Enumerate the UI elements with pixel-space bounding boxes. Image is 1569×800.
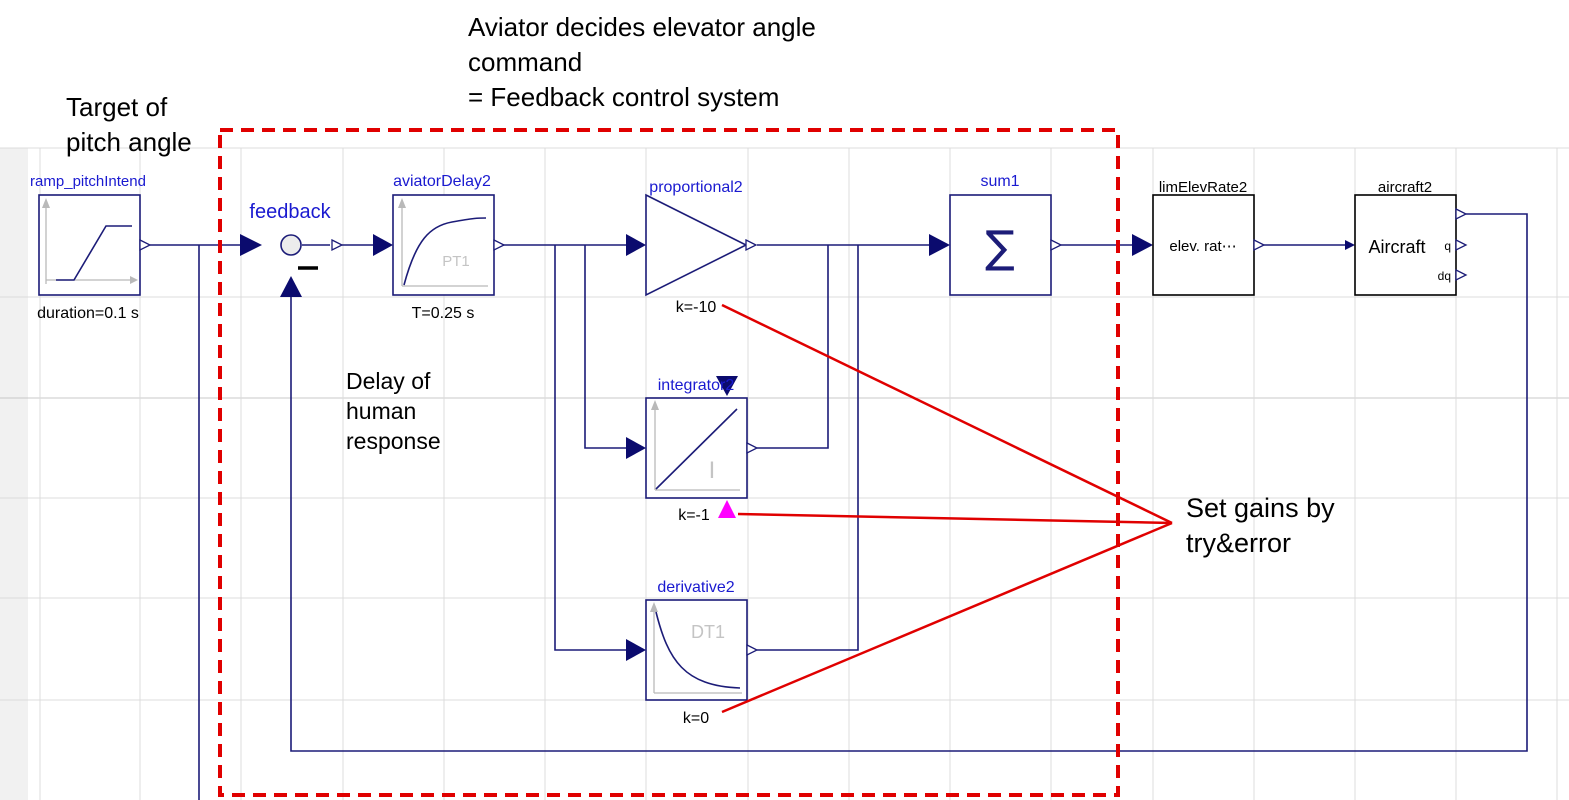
aircraft-label: Aircraft xyxy=(1368,237,1425,257)
wire-to-derivative xyxy=(554,245,627,651)
ramp-block-param: duration=0.1 s xyxy=(37,305,139,322)
sum-block-name: sum1 xyxy=(980,173,1019,190)
sum-icon: ∑ xyxy=(985,222,1015,273)
lim-elev-rate-block[interactable] xyxy=(1152,194,1266,296)
aviator-delay-block-param: T=0.25 s xyxy=(412,305,475,322)
derivative-icon-text: DT1 xyxy=(691,622,725,642)
aircraft-port-dq: dq xyxy=(1438,269,1451,283)
aircraft-block-name: aircraft2 xyxy=(1378,179,1432,196)
lim-elev-rate-label: elev. rat⋯ xyxy=(1169,238,1236,255)
integrator-icon-text: I xyxy=(709,457,716,484)
connection-wires xyxy=(150,213,1528,800)
annotation-gains-line2: try&error xyxy=(1186,528,1291,558)
aviator-delay-block[interactable] xyxy=(392,194,506,296)
integrator-gain-port-highlight xyxy=(718,500,736,518)
aviator-delay-icon-text: PT1 xyxy=(442,253,470,270)
integrator-block[interactable] xyxy=(645,397,759,499)
lim-elev-rate-block-name: limElevRate2 xyxy=(1159,179,1247,196)
feedback-block-name: feedback xyxy=(249,201,331,223)
aircraft-port-q: q xyxy=(1444,239,1451,253)
annotation-gains-line1: Set gains by xyxy=(1186,493,1335,523)
annotation-delay-line3: response xyxy=(346,428,441,454)
proportional-block-name: proportional2 xyxy=(649,179,743,196)
wire-integrator-to-sum xyxy=(757,245,829,449)
derivative-block-name: derivative2 xyxy=(657,579,734,596)
derivative-block[interactable] xyxy=(645,599,759,701)
annotation-target-line2: pitch angle xyxy=(66,127,192,157)
integrator-reset-port xyxy=(716,376,738,396)
wire-to-integrator xyxy=(584,245,627,449)
canvas-left-margin xyxy=(0,148,28,800)
annotation-aviator-line2: command xyxy=(468,47,582,77)
aviator-delay-block-name: aviatorDelay2 xyxy=(393,173,491,190)
annotation-aviator-line3: = Feedback control system xyxy=(468,82,779,112)
wire-aircraft-feedback-loop xyxy=(290,213,1528,752)
proportional-block-param: k=-10 xyxy=(676,299,717,316)
derivative-block-param: k=0 xyxy=(683,710,709,727)
proportional-block[interactable] xyxy=(645,193,758,297)
ramp-block[interactable] xyxy=(38,194,152,296)
aircraft-block[interactable] xyxy=(1354,194,1468,296)
gain-annotation-lines xyxy=(721,303,1173,714)
annotation-delay-line2: human xyxy=(346,398,416,424)
annotation-target-line1: Target of xyxy=(66,92,168,122)
feedback-block[interactable] xyxy=(280,234,344,270)
integrator-block-name: integrator2 xyxy=(658,377,735,394)
annotation-delay-line1: Delay of xyxy=(346,368,431,394)
sum-block[interactable] xyxy=(949,194,1063,296)
ramp-block-name: ramp_pitchIntend xyxy=(30,173,146,190)
connection-arrowheads xyxy=(240,234,1355,661)
feedback-control-region xyxy=(218,128,1120,797)
annotation-aviator-line1: Aviator decides elevator angle xyxy=(468,12,816,42)
wire-derivative-to-sum xyxy=(757,245,859,651)
integrator-block-param: k=-1 xyxy=(678,507,710,524)
